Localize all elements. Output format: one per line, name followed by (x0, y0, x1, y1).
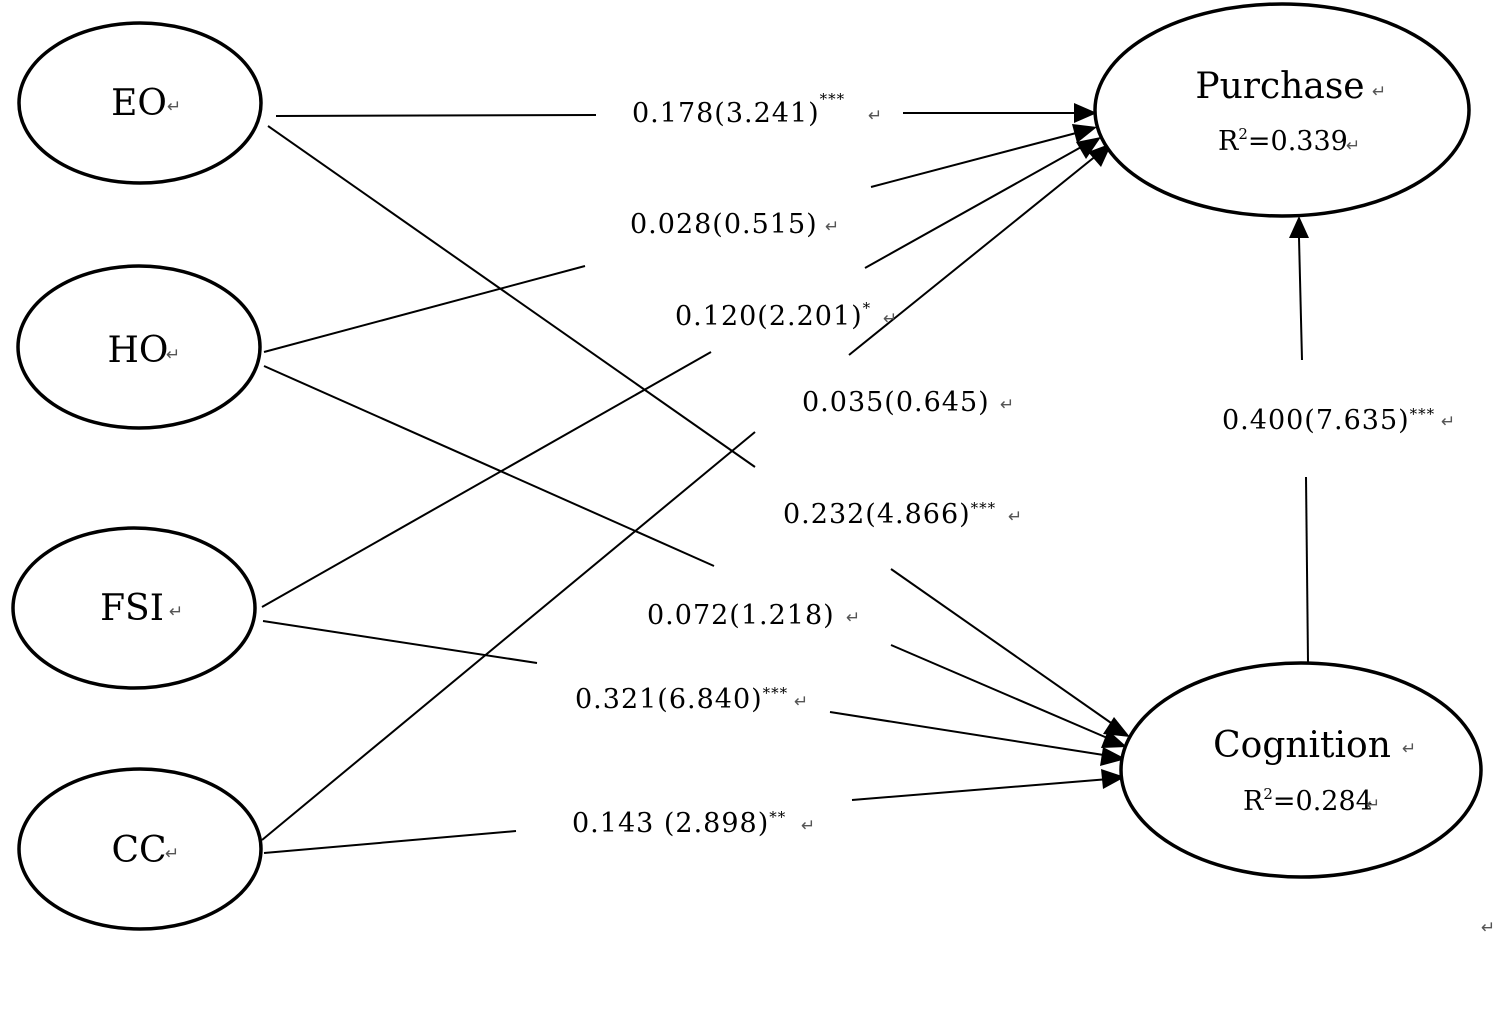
paragraph-mark-fsi-purchase: ↵ (883, 309, 897, 329)
paragraph-mark-ho: ↵ (166, 345, 180, 365)
paragraph-mark-cc-cognition: ↵ (801, 816, 815, 836)
edge-fsi-purchase-b (864, 145, 1084, 269)
node-cognition-label: Cognition (1213, 725, 1391, 766)
label-cc-cognition: 0.143 (2.898)** (572, 808, 786, 839)
edge-cc-cognition-a (263, 830, 517, 854)
label-ho-purchase: 0.028(0.515) (630, 209, 818, 240)
paragraph-mark-cognition: ↵ (1402, 739, 1416, 759)
paragraph-mark-cognition-r2: ↵ (1366, 795, 1380, 815)
label-eo-cognition: 0.232(4.866)*** (783, 499, 996, 530)
paragraph-mark-fsi-cognition: ↵ (794, 692, 808, 712)
edge-ho-cognition-a (263, 365, 715, 567)
node-cognition-r2: R2=0.284 (1243, 785, 1373, 817)
edge-ho-cognition-b (890, 644, 1113, 741)
edge-cognition-purchase-a (1305, 476, 1309, 663)
paragraph-mark-ho-purchase: ↵ (825, 217, 839, 237)
node-fsi: FSI ↵ (11, 526, 257, 690)
edge-ho-purchase-a (263, 265, 586, 353)
arrowhead-ho-purchase (1072, 124, 1097, 143)
paragraph-mark-purchase: ↵ (1372, 82, 1386, 102)
arrowhead-eo-purchase (1074, 103, 1097, 123)
node-cc: CC ↵ (17, 767, 263, 931)
node-purchase-r2: R2=0.339 (1218, 125, 1348, 157)
node-cc-label: CC (111, 830, 166, 871)
edge-fsi-cognition-b (829, 711, 1111, 757)
paragraph-mark-cognition-purchase: ↵ (1441, 412, 1455, 432)
label-fsi-cognition: 0.321(6.840)*** (575, 684, 788, 715)
label-eo-purchase: 0.178(3.241)*** (632, 90, 845, 129)
edge-eo-cognition-b (890, 568, 1115, 726)
label-cognition-purchase: 0.400(7.635)*** (1222, 405, 1435, 436)
arrowhead-ho-cognition (1101, 730, 1127, 748)
paragraph-mark-page-end: ↵ (1481, 918, 1495, 938)
paragraph-mark-ho-cognition: ↵ (846, 608, 860, 628)
label-ho-cognition: 0.072(1.218) (647, 600, 835, 631)
node-eo-ellipse (17, 21, 263, 185)
paragraph-mark-eo-purchase: ↵ (868, 106, 882, 126)
arrowhead-cc-cognition (1101, 769, 1125, 789)
label-cc-purchase: 0.035(0.645) (802, 387, 990, 418)
paragraph-mark-cc-purchase: ↵ (1000, 395, 1014, 415)
coefficient-labels: 0.178(3.241)*** ↵ 0.028(0.515) ↵ 0.120(2… (572, 90, 1455, 839)
node-cc-ellipse (17, 767, 263, 931)
node-purchase-ellipse (1093, 2, 1471, 218)
edge-ho-purchase-b (870, 131, 1081, 188)
node-ho-label: HO (108, 330, 169, 371)
arrowhead-fsi-purchase (1076, 137, 1101, 159)
node-eo: EO ↵ (17, 21, 263, 185)
node-eo-label: EO (111, 83, 167, 124)
node-fsi-label: FSI (100, 588, 164, 629)
paragraph-mark-cc: ↵ (165, 844, 179, 864)
edge-cc-purchase-b (848, 154, 1098, 356)
edge-eo-purchase-a (275, 114, 597, 117)
paragraph-mark-purchase-r2: ↵ (1346, 136, 1360, 156)
edge-fsi-cognition-a (262, 620, 538, 664)
node-ho-ellipse (16, 264, 262, 430)
paragraph-mark-fsi: ↵ (169, 602, 183, 622)
node-ho: HO ↵ (16, 264, 262, 430)
arrowhead-cognition-purchase (1289, 216, 1309, 238)
edge-eo-cognition-a (267, 125, 756, 468)
node-purchase-label: Purchase (1195, 66, 1364, 107)
arrowhead-fsi-cognition (1100, 747, 1126, 766)
edge-cognition-purchase-b (1298, 237, 1303, 361)
node-cognition-ellipse (1119, 661, 1483, 879)
node-purchase: Purchase ↵ R2=0.339 ↵ (1093, 2, 1471, 218)
paragraph-mark-eo: ↵ (167, 97, 181, 117)
node-cognition: Cognition ↵ R2=0.284 ↵ (1119, 661, 1483, 879)
label-fsi-purchase: 0.120(2.201)* (675, 299, 871, 332)
edge-cc-purchase-a (261, 431, 756, 841)
edges (261, 112, 1309, 854)
edge-fsi-purchase-a (261, 351, 712, 608)
node-fsi-ellipse (11, 526, 257, 690)
edge-cc-cognition-b (851, 778, 1110, 801)
paragraph-mark-eo-cognition: ↵ (1008, 507, 1022, 527)
